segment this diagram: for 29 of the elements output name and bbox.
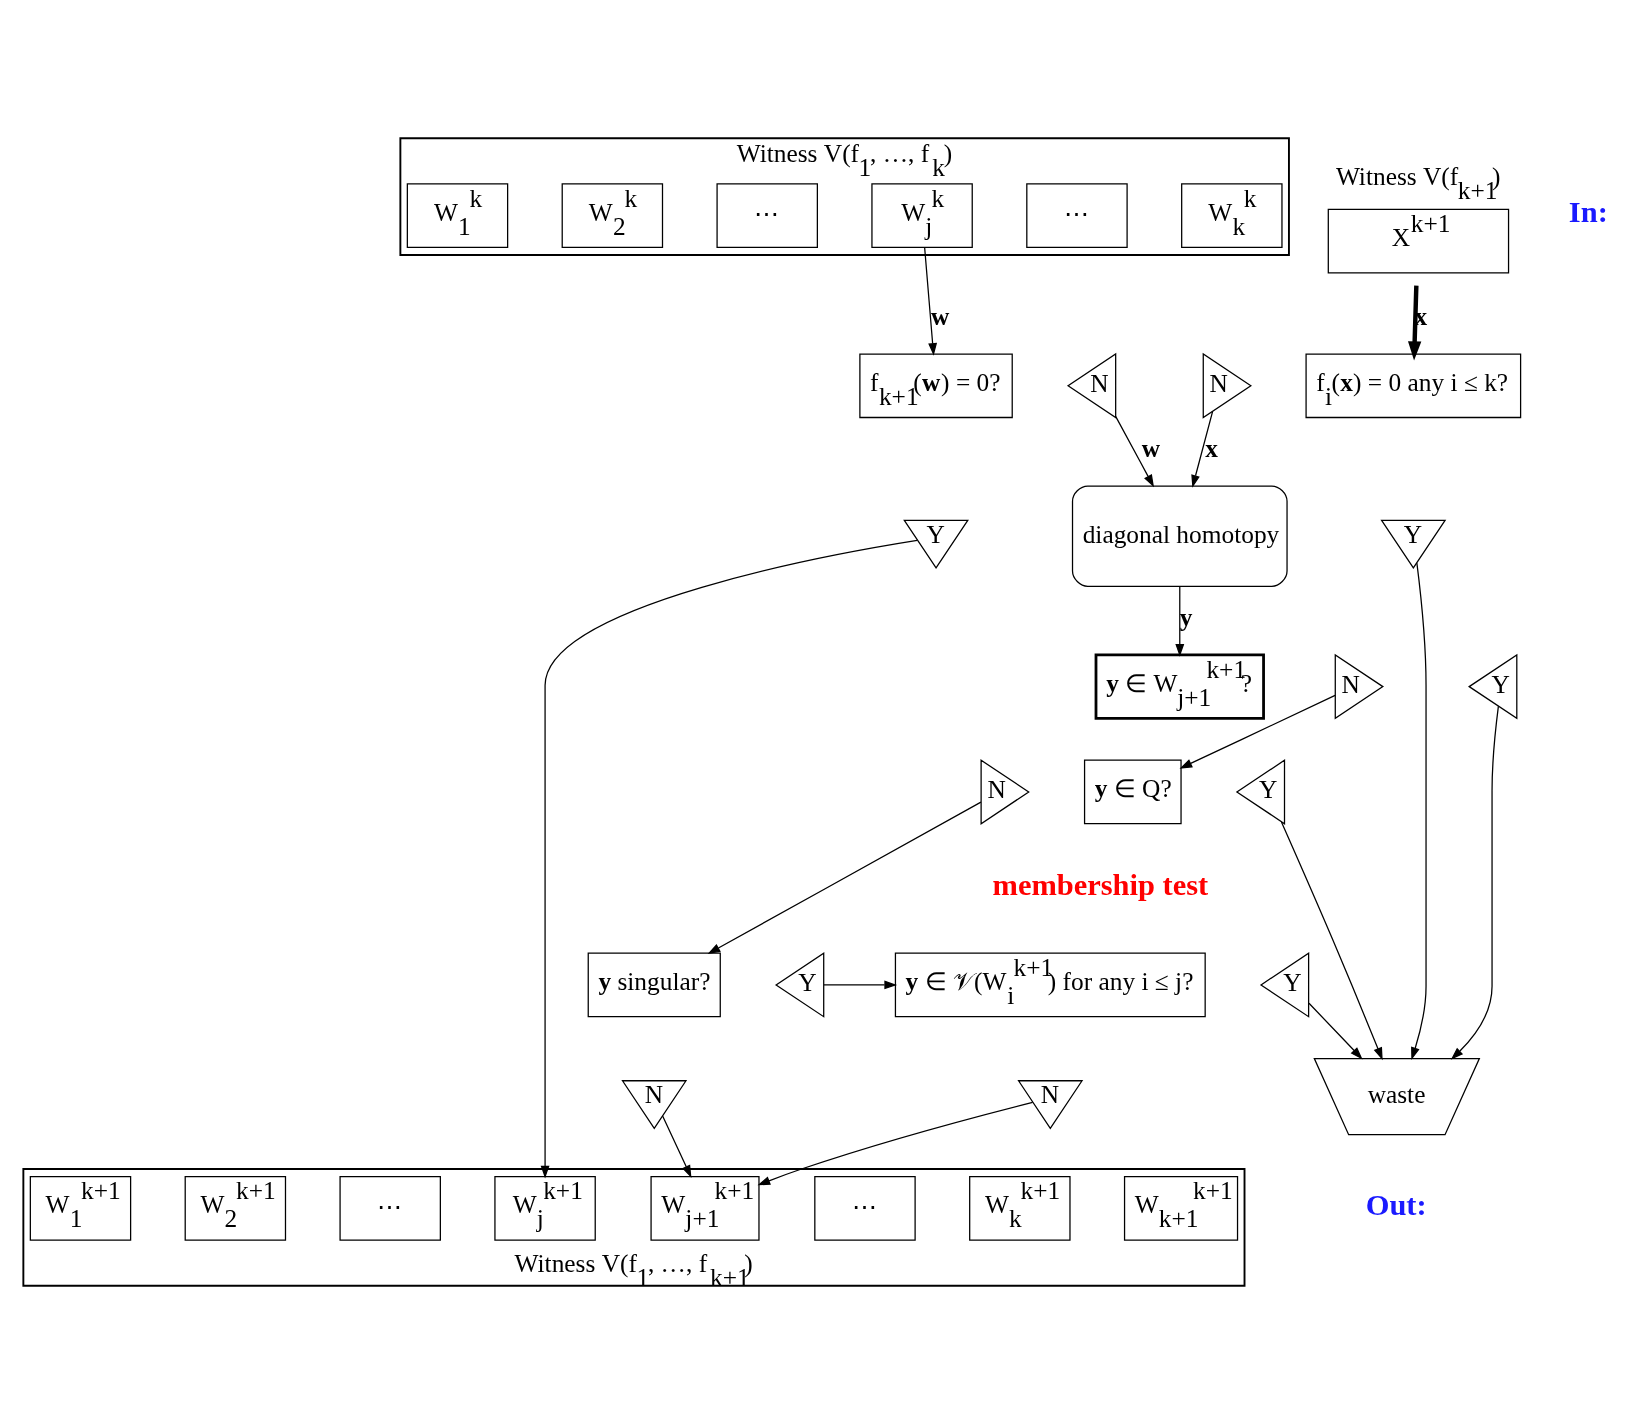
arrow	[1308, 1002, 1363, 1059]
arrow	[757, 1101, 1034, 1185]
node-box: y ∈ Q?	[1083, 759, 1182, 824]
node-box: y singular?	[587, 952, 721, 1017]
edge-label: y	[1179, 602, 1193, 631]
node-box: ⋯	[716, 182, 818, 248]
arrow	[1450, 705, 1499, 1060]
edge-label: w	[1141, 433, 1161, 462]
node-box: ⋯	[339, 1175, 441, 1241]
arrow	[1411, 561, 1427, 1060]
arrow	[707, 801, 982, 954]
arrow	[1179, 694, 1336, 769]
edge-label: w	[930, 301, 950, 330]
arrow	[1115, 415, 1155, 487]
node-box: diagonal homotopy	[1071, 484, 1288, 587]
arrow	[1408, 285, 1422, 360]
label: membership test	[992, 867, 1209, 902]
arrow	[823, 979, 898, 989]
edge-label: x	[1205, 433, 1218, 462]
arrow	[1191, 410, 1214, 488]
arrow	[540, 539, 918, 1178]
node-box: ⋯	[1026, 182, 1128, 248]
arrow	[1280, 820, 1383, 1060]
label: Out:	[1365, 1187, 1427, 1222]
label: In:	[1568, 194, 1608, 229]
arrow	[924, 246, 938, 356]
arrow	[1175, 585, 1185, 657]
node-box: ⋯	[814, 1175, 916, 1241]
arrow	[662, 1114, 692, 1178]
